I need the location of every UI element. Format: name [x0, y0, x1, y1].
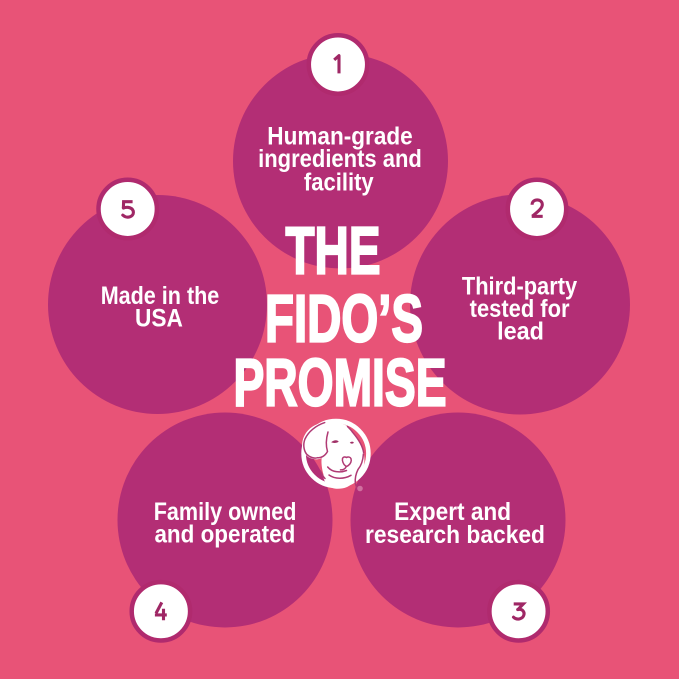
- svg-text:Expert and: Expert and: [394, 499, 511, 526]
- svg-text:facility: facility: [304, 169, 374, 196]
- svg-text:THE: THE: [286, 215, 381, 289]
- svg-text:USA: USA: [135, 306, 183, 333]
- svg-text:lead: lead: [497, 319, 544, 346]
- svg-text:tested for: tested for: [470, 296, 570, 323]
- svg-text:FIDO’S: FIDO’S: [265, 283, 423, 357]
- svg-text:research backed: research backed: [365, 522, 545, 549]
- svg-text:ingredients and: ingredients and: [258, 146, 422, 173]
- svg-text:Third-party: Third-party: [462, 274, 578, 301]
- svg-text:Human-grade: Human-grade: [267, 124, 412, 151]
- svg-text:PROMISE: PROMISE: [234, 346, 447, 420]
- svg-text:Family owned: Family owned: [154, 499, 297, 526]
- svg-text:Made in the: Made in the: [101, 283, 220, 310]
- svg-text:and operated: and operated: [154, 522, 295, 549]
